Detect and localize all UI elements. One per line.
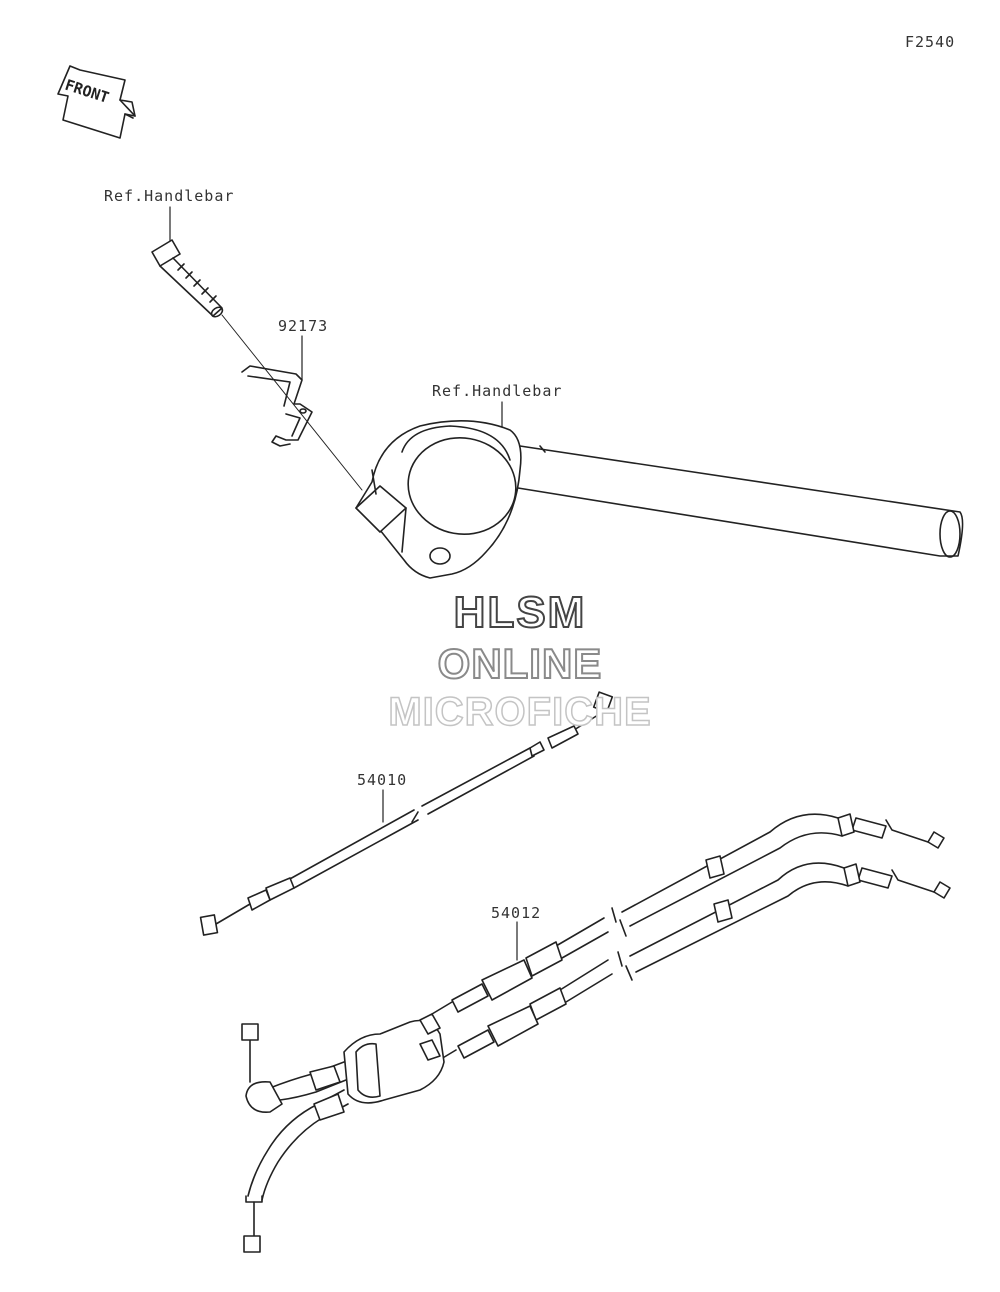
cable-54010: [199, 691, 614, 936]
cable-54012: [241, 813, 951, 1253]
front-arrow-icon: FRONT: [57, 65, 136, 139]
callout-part-54012: 54012: [491, 904, 542, 922]
watermark-line-3: MICROFICHE: [388, 689, 652, 735]
callout-ref-handlebar-clamp: Ref.Handlebar: [432, 382, 563, 400]
watermark-line-2: ONLINE: [437, 639, 603, 688]
leader-lines: [169, 206, 518, 961]
callout-ref-handlebar-top: Ref.Handlebar: [104, 187, 235, 205]
figure-code: F2540: [905, 33, 956, 51]
handlebar-bolt: [151, 239, 224, 318]
bracket-92173: [241, 365, 313, 447]
callout-part-54010: 54010: [357, 771, 408, 789]
watermark-line-1: HLSM: [453, 587, 587, 638]
handlebar-clamp: [355, 420, 964, 579]
callout-part-92173: 92173: [278, 317, 329, 335]
